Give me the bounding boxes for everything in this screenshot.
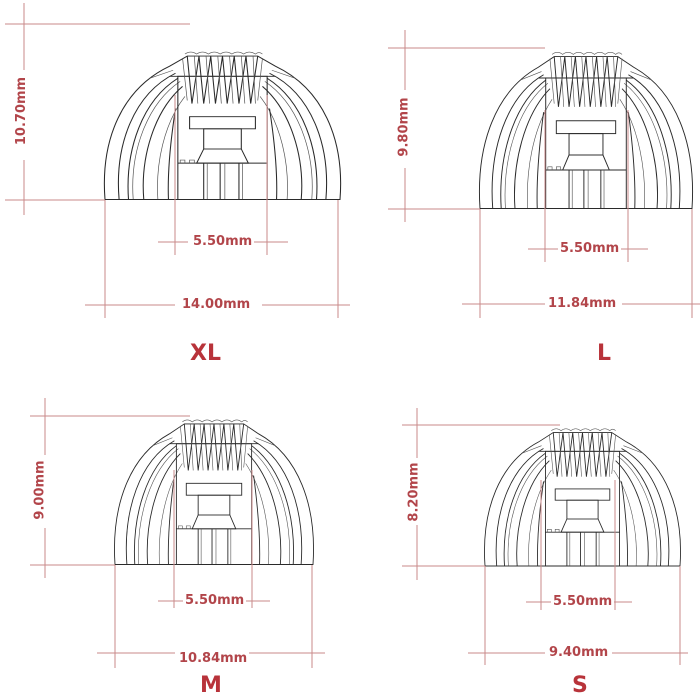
s-width-label: 9.40mm [547,645,611,660]
s-bore-label: 5.50mm [551,594,615,609]
m-width-label: 10.84mm [177,651,250,666]
m-height-label: 9.00mm [32,458,48,522]
m-size-title: M [200,673,222,698]
xl-height-label: 10.70mm [14,74,30,148]
l-height-label: 9.80mm [396,95,412,159]
s-height-label: 8.20mm [406,460,422,524]
l-bore-label: 5.50mm [558,241,622,256]
panel-l-drawing [388,30,700,318]
panel-xl-drawing [5,3,350,318]
xl-bore-label: 5.50mm [191,234,255,249]
s-size-title: S [572,673,588,698]
l-width-label: 11.84mm [546,296,619,311]
xl-size-title: XL [190,341,221,366]
panel-s-drawing [402,408,688,665]
m-bore-label: 5.50mm [183,593,247,608]
xl-width-label: 14.00mm [180,297,253,312]
l-size-title: L [597,341,612,366]
panel-m-drawing [30,398,325,668]
